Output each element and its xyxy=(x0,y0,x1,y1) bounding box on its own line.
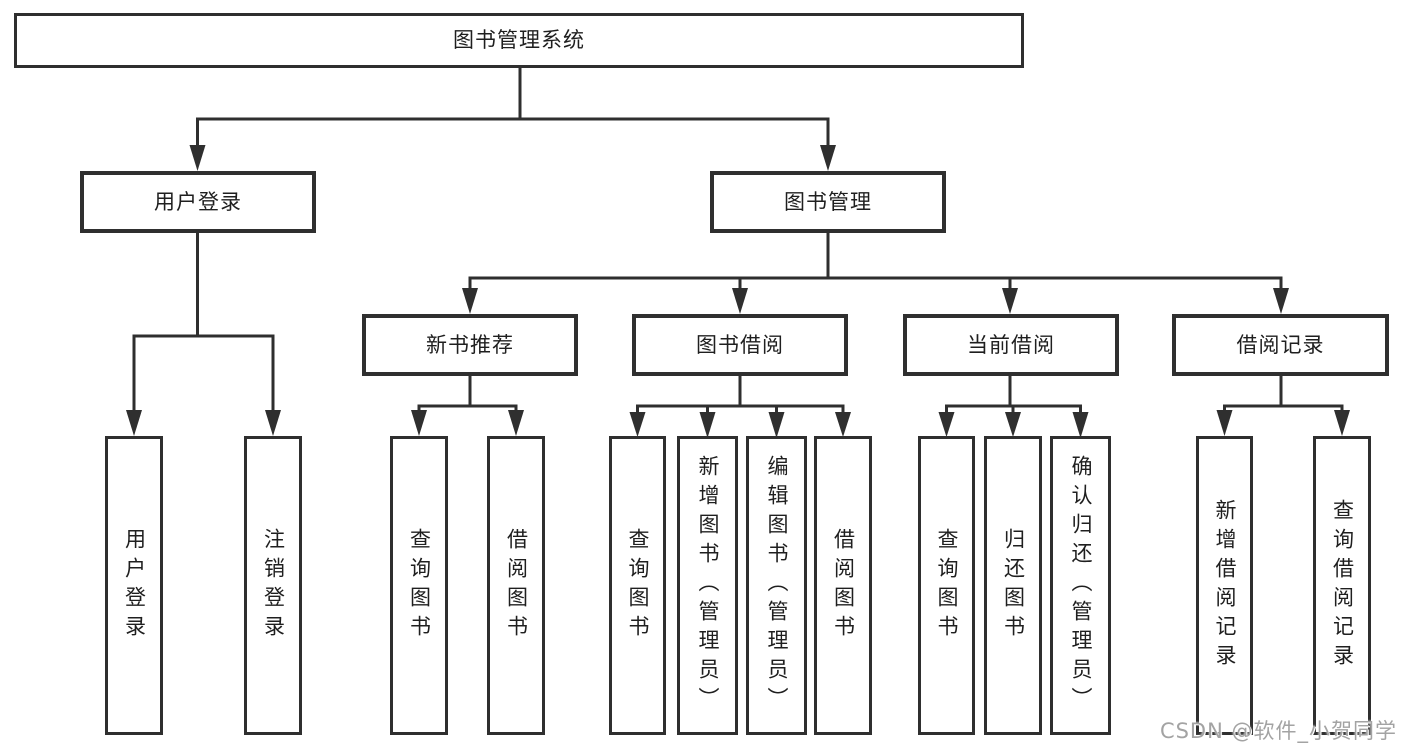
node-label: 查询图书 xyxy=(626,527,650,644)
node-borrow-records: 借阅记录 xyxy=(1172,314,1389,376)
node-label: 确认归还（管理员） xyxy=(1069,455,1093,716)
node-label: 新增图书（管理员） xyxy=(696,455,720,716)
leaf-user-login: 用户登录 xyxy=(105,436,163,735)
node-label: 借阅记录 xyxy=(1236,332,1325,357)
leaf-current-confirm-return-admin: 确认归还（管理员） xyxy=(1050,436,1111,735)
node-label: 借阅图书 xyxy=(504,527,529,644)
node-user-login: 用户登录 xyxy=(80,171,316,233)
node-book-borrow: 图书借阅 xyxy=(632,314,848,376)
leaf-logout-login: 注销登录 xyxy=(244,436,302,735)
leaf-current-return-book: 归还图书 xyxy=(984,436,1042,735)
leaf-borrow-query-book: 查询图书 xyxy=(609,436,666,735)
leaf-records-add-record: 新增借阅记录 xyxy=(1196,436,1253,735)
leaf-borrow-borrow-book: 借阅图书 xyxy=(814,436,872,735)
leaf-borrow-add-book-admin: 新增图书（管理员） xyxy=(677,436,738,735)
node-current-borrow: 当前借阅 xyxy=(903,314,1119,376)
node-label: 编辑图书（管理员） xyxy=(765,455,789,716)
node-label: 图书借阅 xyxy=(696,332,784,357)
leaf-newbook-query-book: 查询图书 xyxy=(390,436,448,735)
leaf-current-query-book: 查询图书 xyxy=(918,436,975,735)
node-label: 用户登录 xyxy=(122,527,147,644)
node-root-library-system: 图书管理系统 xyxy=(14,13,1024,68)
node-label: 查询借阅记录 xyxy=(1330,498,1355,673)
csdn-watermark: CSDN @软件_小贺同学 xyxy=(1159,719,1397,743)
node-label: 查询图书 xyxy=(407,527,432,644)
node-label: 归还图书 xyxy=(1001,527,1026,644)
leaf-records-query-record: 查询借阅记录 xyxy=(1313,436,1371,735)
node-label: 当前借阅 xyxy=(967,332,1055,357)
node-label: 用户登录 xyxy=(154,189,242,214)
node-label: 图书管理 xyxy=(784,189,872,214)
leaf-newbook-borrow-book: 借阅图书 xyxy=(487,436,545,735)
leaf-borrow-edit-book-admin: 编辑图书（管理员） xyxy=(746,436,807,735)
node-label: 新书推荐 xyxy=(426,332,514,357)
node-label: 查询图书 xyxy=(935,527,959,644)
node-label: 新增借阅记录 xyxy=(1213,498,1237,673)
node-label: 注销登录 xyxy=(261,527,286,644)
arrowheads xyxy=(126,145,1350,438)
node-label: 图书管理系统 xyxy=(453,28,585,52)
node-new-book-recommend: 新书推荐 xyxy=(362,314,578,376)
node-book-management: 图书管理 xyxy=(710,171,946,233)
node-label: 借阅图书 xyxy=(831,527,856,644)
